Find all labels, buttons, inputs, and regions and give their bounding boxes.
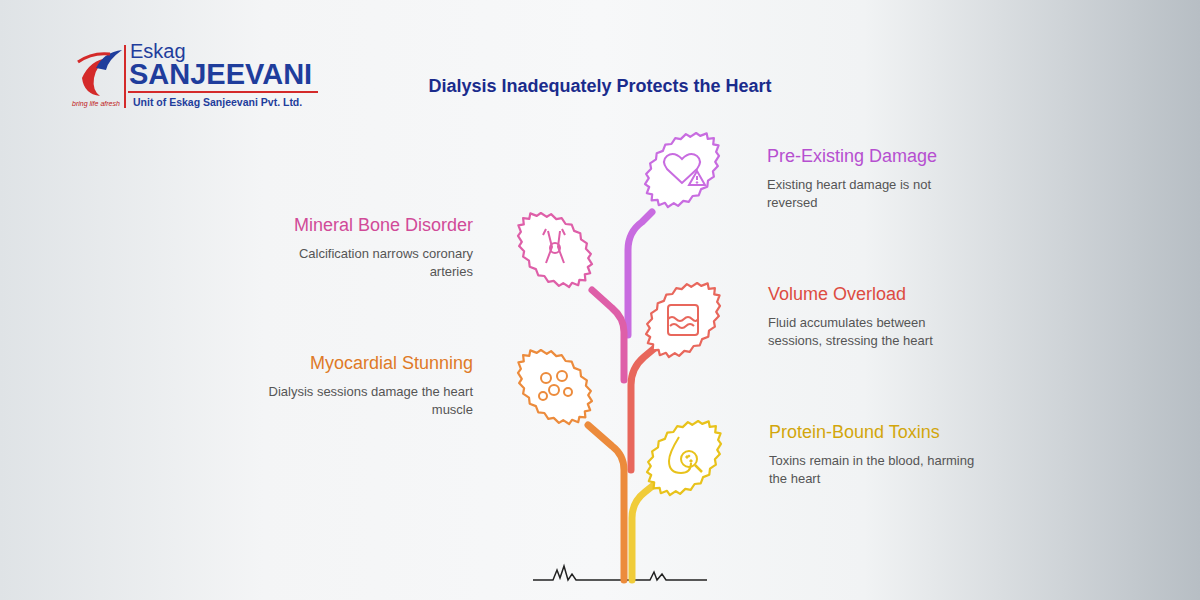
leaf-node: Protein-Bound ToxinsToxins remain in the… <box>639 413 999 513</box>
leaf-description: Calcification narrows coronary arteries <box>258 245 473 281</box>
leaf-shape <box>510 342 600 432</box>
leaf-text: Volume OverloadFluid accumulates between… <box>768 283 983 350</box>
leaf-text: Protein-Bound ToxinsToxins remain in the… <box>769 421 984 488</box>
logo-mark <box>78 45 318 108</box>
leaf-node: Pre-Existing DamageExisting heart damage… <box>637 125 997 225</box>
logo-name: SANJEEVANI <box>129 58 312 91</box>
leaf-shape <box>637 125 727 215</box>
leaf-shape <box>638 275 728 365</box>
logo-tagline: bring life afresh <box>72 100 120 107</box>
leaf-heading: Volume Overload <box>768 283 983 305</box>
plant-stems <box>588 212 660 580</box>
leaf-text: Mineral Bone DisorderCalcification narro… <box>258 214 473 281</box>
leaf-description: Toxins remain in the blood, harming the … <box>769 452 984 488</box>
leaf-heading: Mineral Bone Disorder <box>258 214 473 236</box>
leaf-node: Mineral Bone DisorderCalcification narro… <box>240 205 600 305</box>
leaf-description: Fluid accumulates between sessions, stre… <box>768 314 983 350</box>
leaf-node: Volume OverloadFluid accumulates between… <box>638 275 998 375</box>
logo-subtitle: Unit of Eskag Sanjeevani Pvt. Ltd. <box>133 96 302 108</box>
leaf-node: Myocardial StunningDialysis sessions dam… <box>240 342 600 442</box>
leaf-shape <box>639 413 729 503</box>
leaf-shape <box>510 205 600 295</box>
leaf-heading: Myocardial Stunning <box>258 352 473 374</box>
leaf-heading: Protein-Bound Toxins <box>769 421 984 443</box>
leaf-description: Existing heart damage is not reversed <box>767 176 982 212</box>
ground-line <box>533 566 707 580</box>
leaf-text: Pre-Existing DamageExisting heart damage… <box>767 145 982 212</box>
leaf-heading: Pre-Existing Damage <box>767 145 982 167</box>
leaf-text: Myocardial StunningDialysis sessions dam… <box>258 352 473 419</box>
leaf-description: Dialysis sessions damage the heart muscl… <box>258 383 473 419</box>
